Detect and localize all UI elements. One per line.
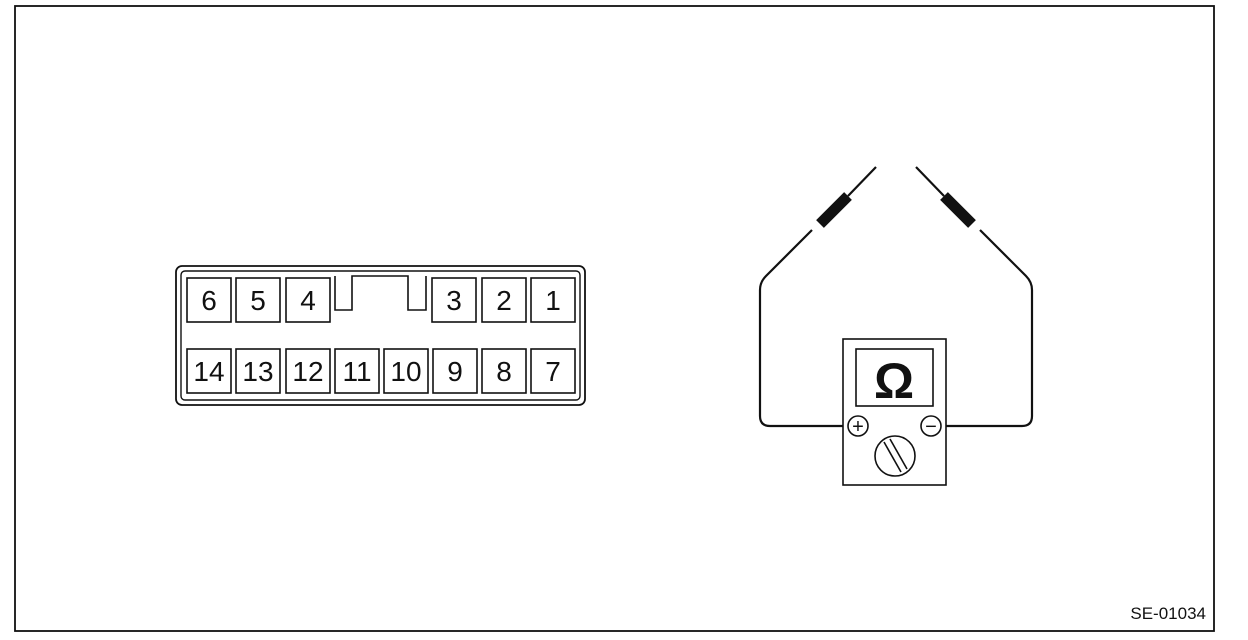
pin-11: 11 (334, 348, 380, 394)
pin-14: 14 (186, 348, 232, 394)
pin-1: 1 (530, 277, 576, 323)
pin-label: 9 (447, 356, 463, 387)
pin-label: 4 (300, 285, 316, 316)
pin-label: 10 (390, 356, 421, 387)
positive-terminal-icon: + (847, 415, 869, 438)
pin-5: 5 (235, 277, 281, 323)
pin-label: 13 (242, 356, 273, 387)
pin-label: 12 (292, 356, 323, 387)
positive-probe (816, 166, 877, 228)
pin-9: 9 (432, 348, 478, 394)
pin-12: 12 (285, 348, 331, 394)
svg-text:+: + (852, 416, 864, 438)
pin-label: 3 (446, 285, 462, 316)
pin-4: 4 (285, 277, 331, 323)
pin-7: 7 (530, 348, 576, 394)
pin-label: 8 (496, 356, 512, 387)
reference-code: SE-01034 (1130, 604, 1206, 623)
negative-probe (915, 166, 976, 228)
ohm-symbol: Ω (874, 353, 914, 409)
selector-dial-icon (874, 435, 916, 477)
pin-13: 13 (235, 348, 281, 394)
pin-label: 14 (193, 356, 224, 387)
pin-6: 6 (186, 277, 232, 323)
ohmmeter: Ω + − (758, 166, 1034, 486)
positive-lead-wire (758, 229, 848, 428)
pin-3: 3 (431, 277, 477, 323)
pin-label: 11 (342, 356, 371, 387)
negative-lead-wire (943, 229, 1034, 428)
pin-10: 10 (383, 348, 429, 394)
pin-label: 7 (545, 356, 561, 387)
pin-label: 6 (201, 285, 217, 316)
connector: 6 5 4 3 2 1 14 13 (175, 265, 586, 406)
negative-terminal-icon: − (920, 415, 942, 438)
pin-label: 2 (496, 285, 512, 316)
pin-8: 8 (481, 348, 527, 394)
pin-label: 5 (250, 285, 266, 316)
pin-2: 2 (481, 277, 527, 323)
meter-display (855, 348, 934, 407)
svg-text:−: − (925, 416, 937, 438)
pin-label: 1 (545, 285, 561, 316)
connector-key-notch (334, 275, 427, 311)
